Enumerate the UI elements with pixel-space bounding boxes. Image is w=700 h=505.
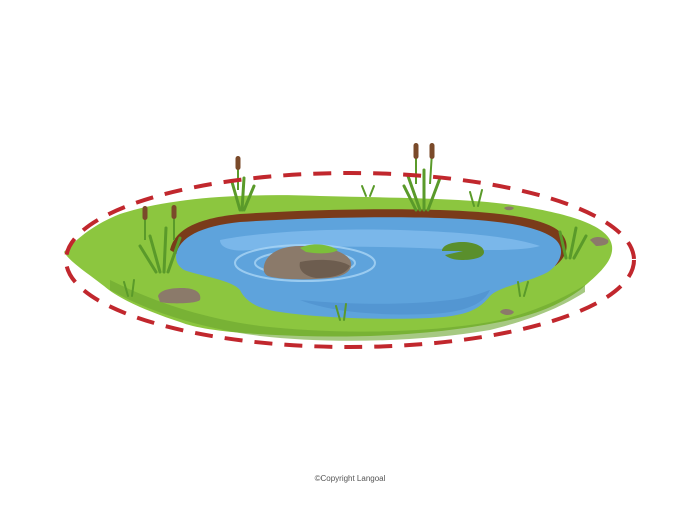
water-shade <box>300 290 490 315</box>
reeds-top-right <box>402 168 442 212</box>
reeds-top-left <box>230 176 256 212</box>
stone-left <box>158 288 201 304</box>
cattails <box>142 143 435 240</box>
reeds-right <box>558 226 588 260</box>
copyright-text: ©Copyright Langoal <box>314 474 386 483</box>
lily-pad <box>442 242 484 260</box>
stone-small <box>504 206 514 211</box>
reeds-left <box>138 226 182 274</box>
stone-right <box>590 237 609 246</box>
grass-bank-lower <box>110 280 585 341</box>
ripple-outer <box>234 244 376 282</box>
grass-tufts <box>123 185 529 321</box>
dashed-outline <box>64 171 636 349</box>
rock-moss <box>300 244 338 254</box>
center-rock-shadow <box>299 259 350 278</box>
stone-bottom <box>500 309 514 315</box>
